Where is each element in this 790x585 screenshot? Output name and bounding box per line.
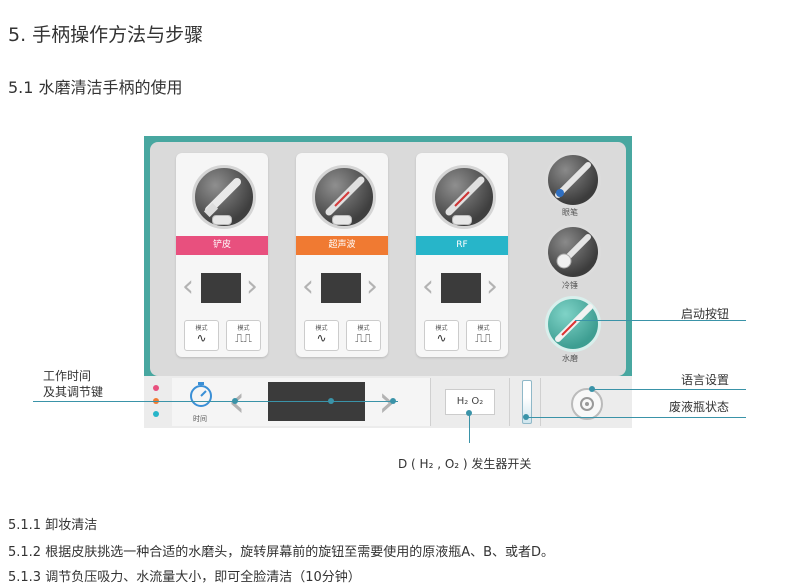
work-time-callout-line2: 及其调节键 (43, 385, 104, 399)
mode-label: 模式 (435, 325, 448, 332)
stopwatch-icon (188, 380, 214, 407)
sine-wave-icon: ∿ (316, 331, 327, 345)
mode-label: 模式 (477, 325, 490, 332)
subsection-heading: 5.1 水磨清洁手柄的使用 (8, 78, 183, 97)
step-paragraph: 5.1.1 卸妆清洁 (8, 518, 98, 533)
handle-card-ultrasonic[interactable]: 超声波 ‹ › 模式∿ 模式⎍⎍ (296, 153, 388, 357)
callout-dot (589, 386, 595, 392)
divider (430, 378, 431, 426)
square-wave-icon: ⎍⎍ (355, 331, 372, 345)
sine-wave-icon: ∿ (196, 331, 207, 345)
eye-pen-handle-icon[interactable] (545, 152, 601, 208)
mode-label: 模式 (357, 325, 370, 332)
generator-callout: D ( H₂ , O₂ ) 发生器开关 (398, 457, 532, 471)
card-label: 铲皮 (176, 236, 268, 255)
callout-dot (390, 398, 396, 404)
peel-handle-icon (192, 165, 256, 229)
handle-card-peel[interactable]: 铲皮 ‹ › 模式∿ 模式⎍⎍ (176, 153, 268, 357)
divider (509, 378, 510, 426)
callout-dot (328, 398, 334, 404)
toggle-icon (332, 215, 352, 225)
waste-bottle-icon (522, 380, 532, 424)
chevron-left-icon[interactable]: ‹ (182, 269, 194, 304)
mode-label: 模式 (195, 325, 208, 332)
level-selector[interactable]: ‹ › (182, 269, 260, 305)
card-label: RF (416, 236, 508, 255)
toggle-icon (452, 215, 472, 225)
sine-wave-icon: ∿ (436, 331, 447, 345)
cold-hammer-handle-icon[interactable] (545, 224, 601, 280)
mode-label: 模式 (315, 325, 328, 332)
level-display (321, 273, 361, 303)
side-icon-label: 水磨 (562, 354, 578, 363)
callout-line (469, 413, 470, 443)
callout-dot (466, 410, 472, 416)
chevron-right-icon[interactable]: › (486, 269, 498, 304)
chevron-right-icon[interactable]: › (366, 269, 378, 304)
handle-card-rf[interactable]: RF ‹ › 模式∿ 模式⎍⎍ (416, 153, 508, 357)
level-selector[interactable]: ‹ › (302, 269, 380, 305)
language-callout: 语言设置 (681, 373, 730, 387)
start-button-callout: 启动按钮 (681, 307, 730, 321)
divider (540, 378, 541, 426)
callout-line (33, 401, 398, 402)
waste-bottle-callout: 废液瓶状态 (669, 400, 730, 414)
card-label: 超声波 (296, 236, 388, 255)
h2o2-generator-button[interactable]: H₂ O₂ (445, 389, 495, 415)
callout-line (526, 417, 746, 418)
mode-label: 模式 (237, 325, 250, 332)
section-heading: 5. 手柄操作方法与步骤 (8, 24, 204, 46)
indicator-dot-pink (153, 385, 159, 391)
indicator-dot-cyan (153, 411, 159, 417)
level-selector[interactable]: ‹ › (422, 269, 500, 305)
level-display (441, 273, 481, 303)
mode-button-sine[interactable]: 模式∿ (184, 320, 219, 351)
square-wave-icon: ⎍⎍ (235, 331, 252, 345)
water-peel-handle-icon[interactable] (545, 296, 601, 352)
mode-button-square[interactable]: 模式⎍⎍ (226, 320, 261, 351)
toggle-icon (212, 215, 232, 225)
chevron-left-icon[interactable]: ‹ (422, 269, 434, 304)
callout-line (575, 320, 746, 321)
chevron-right-icon[interactable]: › (246, 269, 258, 304)
square-wave-icon: ⎍⎍ (475, 331, 492, 345)
step-paragraph: 5.1.3 调节负压吸力、水流量大小，即可全脸清洁（10分钟） (8, 570, 361, 585)
mode-button-square[interactable]: 模式⎍⎍ (346, 320, 381, 351)
mode-button-square[interactable]: 模式⎍⎍ (466, 320, 501, 351)
side-icon-label: 眼笔 (562, 208, 578, 217)
callout-dot (523, 414, 529, 420)
timer-label: 时间 (193, 415, 207, 423)
work-time-callout-line1: 工作时间 (43, 369, 92, 383)
callout-dot (232, 398, 238, 404)
mode-button-sine[interactable]: 模式∿ (304, 320, 339, 351)
gear-icon[interactable] (571, 388, 603, 420)
chevron-left-icon[interactable]: ‹ (302, 269, 314, 304)
callout-line (592, 389, 746, 390)
mode-button-sine[interactable]: 模式∿ (424, 320, 459, 351)
level-display (201, 273, 241, 303)
step-paragraph: 5.1.2 根据皮肤挑选一种合适的水磨头，旋转屏幕前的旋钮至需要使用的原液瓶A、… (8, 545, 555, 560)
side-icon-label: 冷锤 (562, 281, 578, 290)
